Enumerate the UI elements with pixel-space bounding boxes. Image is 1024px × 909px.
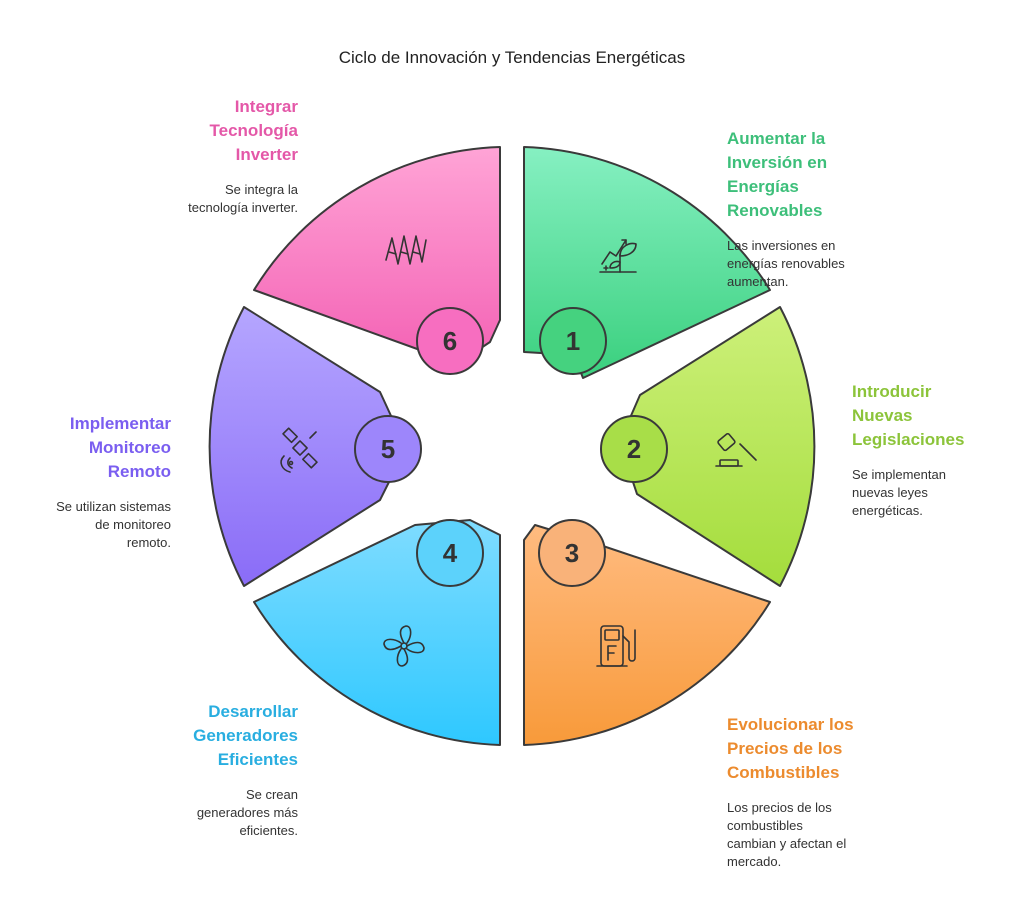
step-3-heading-line: Combustibles bbox=[727, 763, 840, 782]
step-3-badge: 3 bbox=[538, 519, 606, 587]
step-3-number: 3 bbox=[565, 538, 579, 568]
step-2-description: Se implementan nuevas leyes energéticas. bbox=[852, 466, 964, 520]
step-1-heading-line: Inversión en bbox=[727, 153, 828, 172]
step-5-description: Se utilizan sistemas de monitoreo remoto… bbox=[56, 498, 171, 552]
step-5-heading-line: Implementar bbox=[69, 414, 171, 433]
step-5-desc-line: Se utilizan sistemas bbox=[56, 499, 171, 514]
step-4-desc-line: generadores más bbox=[196, 805, 298, 820]
coil-icon bbox=[385, 235, 427, 265]
step-3-heading-line: Evolucionar los bbox=[727, 715, 854, 734]
step-5-heading: Implementar Monitoreo Remoto bbox=[56, 412, 171, 484]
step-1-heading-line: Aumentar la bbox=[727, 129, 826, 148]
plant-growth-icon bbox=[599, 239, 637, 273]
step-3-heading: Evolucionar los Precios de los Combustib… bbox=[727, 713, 854, 785]
step-5-badge: 5 bbox=[354, 415, 422, 483]
step-6-heading-line: Integrar bbox=[234, 97, 298, 116]
segment-2 bbox=[629, 306, 816, 587]
step-2-text: Introducir Nuevas Legislaciones Se imple… bbox=[852, 380, 964, 520]
step-4-desc-line: eficientes. bbox=[239, 823, 298, 838]
step-2-heading-line: Nuevas bbox=[852, 406, 913, 425]
step-1-number: 1 bbox=[566, 326, 580, 356]
step-5-text: Implementar Monitoreo Remoto Se utilizan… bbox=[56, 412, 171, 552]
step-6-heading: Integrar Tecnología Inverter bbox=[188, 95, 298, 167]
step-5-heading-line: Monitoreo bbox=[88, 438, 171, 457]
step-2-desc-line: Se implementan bbox=[852, 467, 946, 482]
step-2-badge: 2 bbox=[600, 415, 668, 483]
step-6-badge: 6 bbox=[416, 307, 484, 375]
step-1-heading: Aumentar la Inversión en Energías Renova… bbox=[727, 127, 845, 223]
step-4-heading-line: Generadores bbox=[193, 726, 298, 745]
step-3-text: Evolucionar los Precios de los Combustib… bbox=[727, 713, 854, 871]
step-6-number: 6 bbox=[443, 326, 457, 356]
step-1-badge: 1 bbox=[539, 307, 607, 375]
step-5-heading-line: Remoto bbox=[107, 462, 171, 481]
step-2-number: 2 bbox=[627, 434, 641, 464]
step-6-desc-line: Se integra la bbox=[225, 182, 298, 197]
step-5-number: 5 bbox=[381, 434, 395, 464]
step-6-heading-line: Inverter bbox=[235, 145, 298, 164]
step-3-desc-line: Los precios de los bbox=[727, 800, 832, 815]
step-1-text: Aumentar la Inversión en Energías Renova… bbox=[727, 127, 845, 291]
diagram-title: Ciclo de Innovación y Tendencias Energét… bbox=[338, 48, 686, 67]
step-6-text: Integrar Tecnología Inverter Se integra … bbox=[188, 95, 298, 217]
step-3-description: Los precios de los combustibles cambian … bbox=[727, 799, 854, 871]
step-3-heading-line: Precios de los bbox=[727, 739, 843, 758]
step-1-description: Las inversiones en energías renovables a… bbox=[727, 237, 845, 291]
step-2-desc-line: nuevas leyes bbox=[852, 485, 928, 500]
step-1-heading-line: Renovables bbox=[727, 201, 823, 220]
step-2-heading-line: Legislaciones bbox=[852, 430, 965, 449]
step-3-desc-line: mercado. bbox=[727, 854, 782, 869]
step-4-heading-line: Eficientes bbox=[217, 750, 298, 769]
step-4-description: Se crean generadores más eficientes. bbox=[193, 786, 298, 840]
step-4-heading-line: Desarrollar bbox=[208, 702, 298, 721]
step-1-desc-line: energías renovables bbox=[727, 256, 845, 271]
step-3-desc-line: cambian y afectan el bbox=[727, 836, 847, 851]
step-1-heading-line: Energías bbox=[727, 177, 799, 196]
fuel-pump-icon bbox=[596, 625, 636, 667]
step-6-heading-line: Tecnología bbox=[209, 121, 298, 140]
step-6-desc-line: tecnología inverter. bbox=[188, 200, 298, 215]
segment-5 bbox=[208, 306, 393, 587]
step-3-desc-line: combustibles bbox=[727, 818, 803, 833]
step-4-heading: Desarrollar Generadores Eficientes bbox=[193, 700, 298, 772]
step-4-number: 4 bbox=[443, 538, 458, 568]
step-2-desc-line: energéticas. bbox=[852, 503, 923, 518]
step-2-heading: Introducir Nuevas Legislaciones bbox=[852, 380, 964, 452]
satellite-icon bbox=[280, 427, 318, 473]
step-4-desc-line: Se crean bbox=[245, 787, 298, 802]
step-1-desc-line: aumentan. bbox=[727, 274, 789, 289]
fan-icon bbox=[383, 625, 425, 667]
step-4-text: Desarrollar Generadores Eficientes Se cr… bbox=[193, 700, 298, 840]
step-2-heading-line: Introducir bbox=[852, 382, 932, 401]
step-5-desc-line: de monitoreo bbox=[95, 517, 171, 532]
step-6-description: Se integra la tecnología inverter. bbox=[188, 181, 298, 217]
step-5-desc-line: remoto. bbox=[126, 535, 171, 550]
gavel-icon bbox=[715, 432, 757, 467]
step-4-badge: 4 bbox=[416, 519, 484, 587]
step-1-desc-line: Las inversiones en bbox=[727, 238, 836, 253]
